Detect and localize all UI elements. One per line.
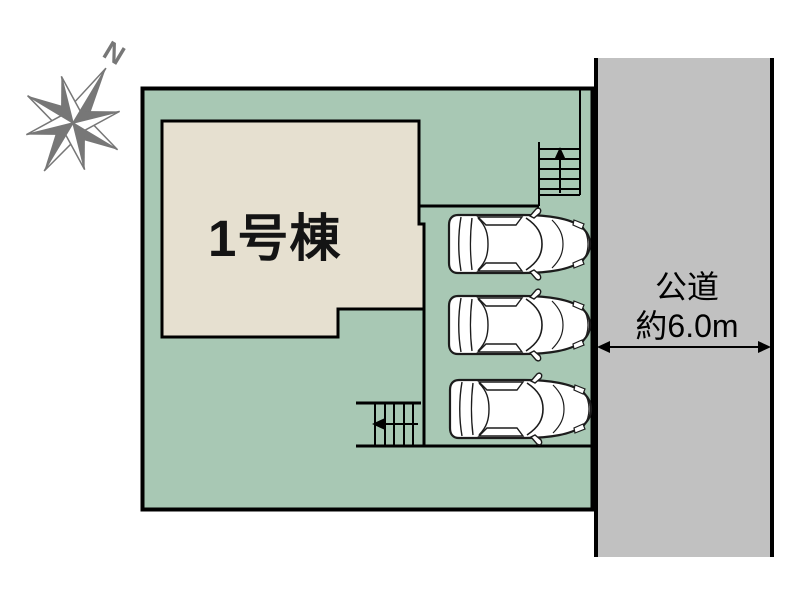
public-road [594,58,774,557]
road-label-line2: 約6.0m [635,308,739,344]
stair-left-arrow-icon [372,418,418,430]
compass-rose-icon [25,67,121,172]
road-label: 公道 約6.0m [597,268,777,346]
stair-up-arrow-icon [554,147,566,193]
stairs-lower [356,309,594,448]
road-label-line1: 公道 [654,269,719,305]
road-width-arrow [597,341,771,353]
stairs-upper [538,89,581,206]
building-label: 1号棟 [208,210,342,267]
road-border-lines [594,58,774,557]
